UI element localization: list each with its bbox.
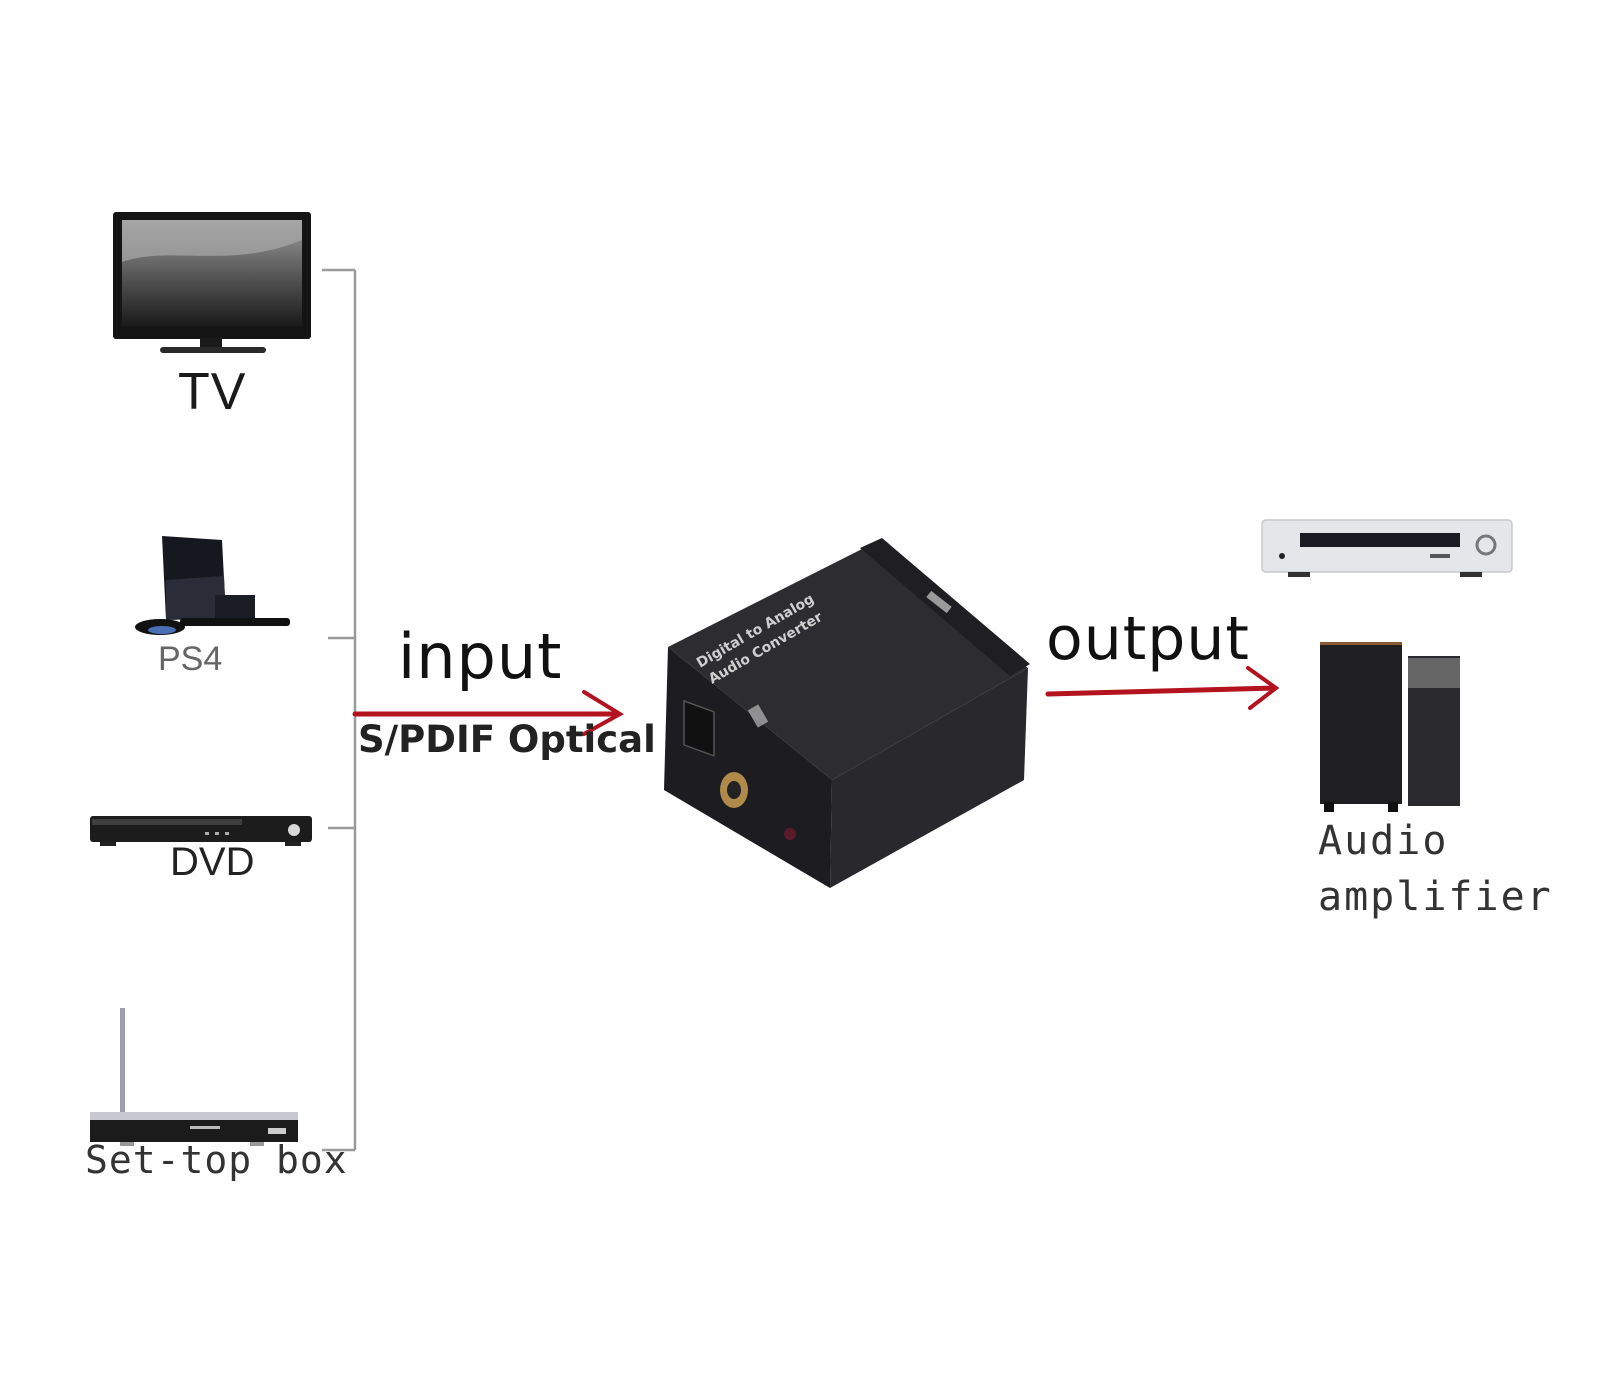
source-bracket	[322, 268, 357, 1152]
set-top-box-icon	[90, 1008, 298, 1146]
source-label-set-top-box: Set-top box	[85, 1138, 348, 1182]
source-label-tv: TV	[178, 363, 247, 421]
output-arrow	[1045, 666, 1280, 710]
destination-label-line2: amplifier	[1318, 874, 1553, 920]
input-sublabel: S/PDIF Optical	[358, 718, 656, 761]
source-label-dvd: DVD	[170, 840, 255, 884]
output-label: output	[1046, 604, 1250, 674]
tv-icon	[113, 212, 311, 353]
dvd-player-icon	[90, 816, 312, 846]
game-console-icon	[135, 536, 290, 635]
source-label-ps4: PS4	[158, 640, 223, 678]
destination-label-line1: Audio	[1318, 818, 1449, 864]
input-label: input	[398, 620, 563, 693]
input-arrow	[352, 690, 624, 736]
av-receiver-icon	[1261, 519, 1513, 577]
converter-box-icon	[664, 538, 1030, 888]
speaker-icon	[1320, 642, 1460, 812]
